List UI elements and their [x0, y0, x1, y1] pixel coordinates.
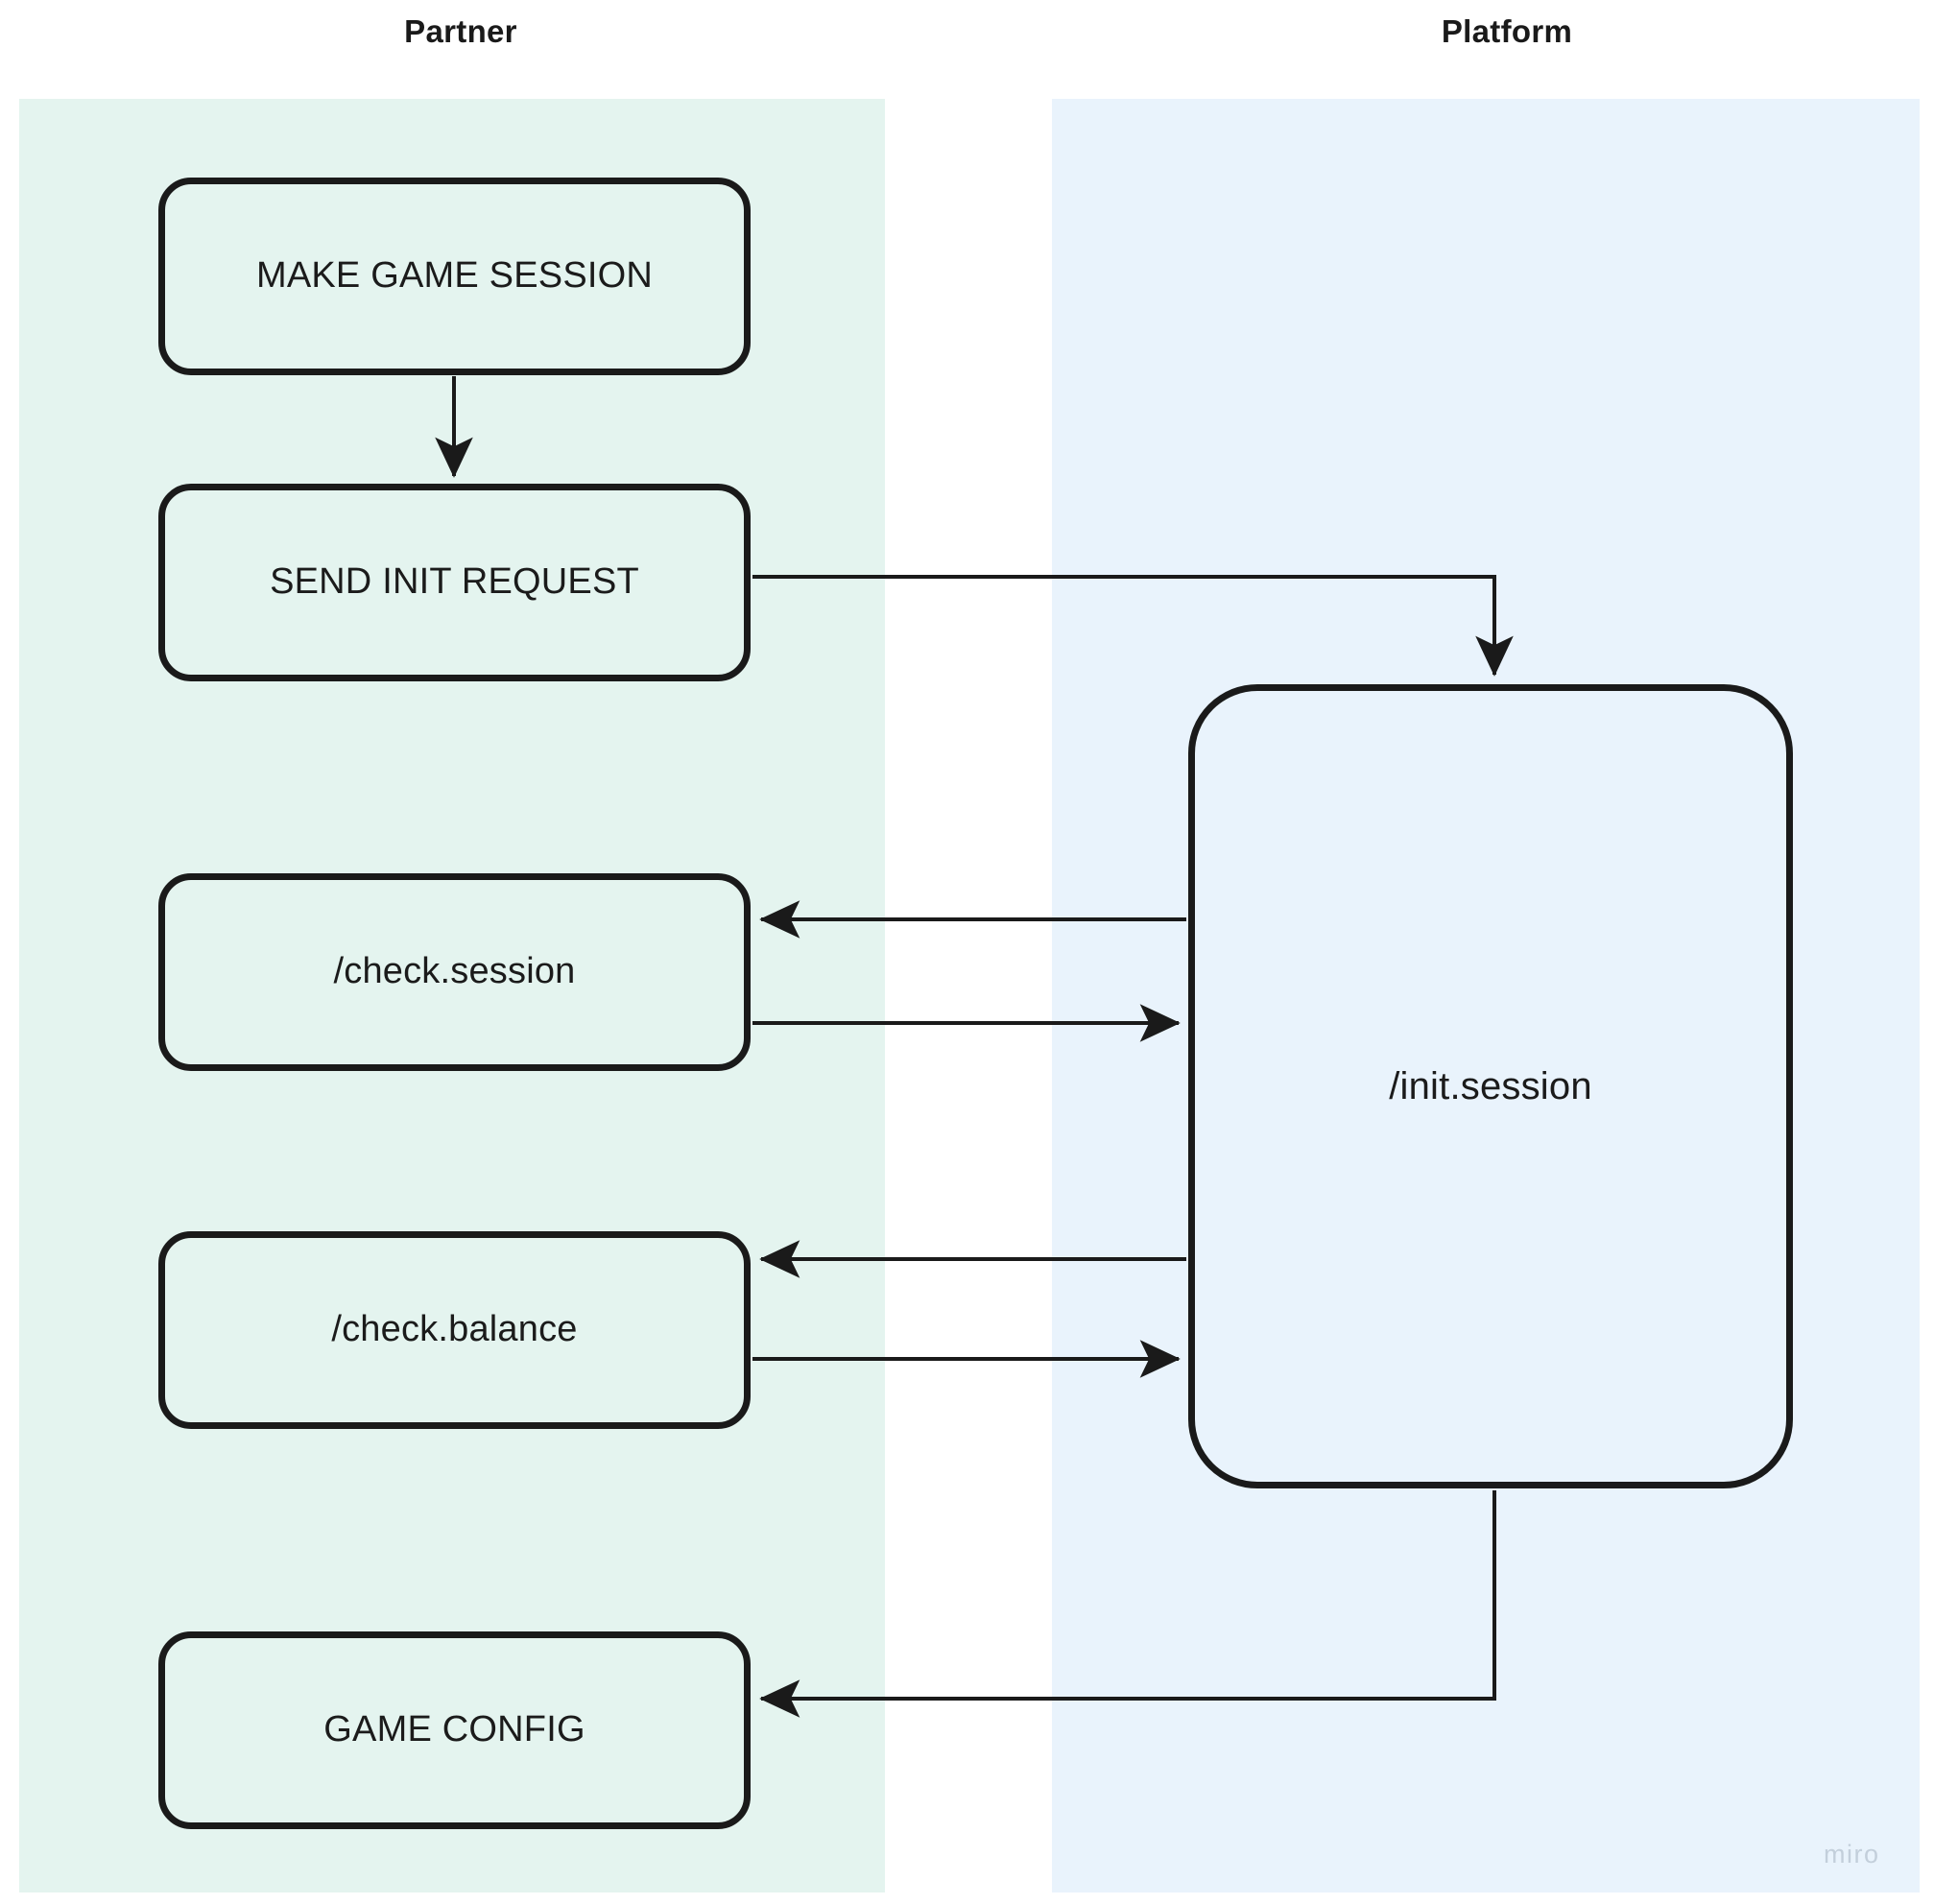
node-label: /init.session: [1389, 1065, 1592, 1107]
swimlane-title-partner: Partner: [404, 13, 517, 49]
node-label: GAME CONFIG: [323, 1709, 585, 1750]
miro-watermark: miro: [1824, 1840, 1880, 1868]
node-check-session[interactable]: /check.session: [158, 873, 751, 1071]
node-game-config[interactable]: GAME CONFIG: [158, 1631, 751, 1829]
node-label: /check.balance: [331, 1309, 578, 1350]
node-make-game-session[interactable]: MAKE GAME SESSION: [158, 178, 751, 375]
node-init-session[interactable]: /init.session: [1188, 684, 1793, 1488]
swimlane-title-platform: Platform: [1441, 13, 1573, 49]
node-label: /check.session: [333, 951, 576, 992]
node-send-init-request[interactable]: SEND INIT REQUEST: [158, 484, 751, 681]
node-label: SEND INIT REQUEST: [270, 561, 639, 603]
node-label: MAKE GAME SESSION: [255, 255, 654, 297]
node-check-balance[interactable]: /check.balance: [158, 1231, 751, 1429]
